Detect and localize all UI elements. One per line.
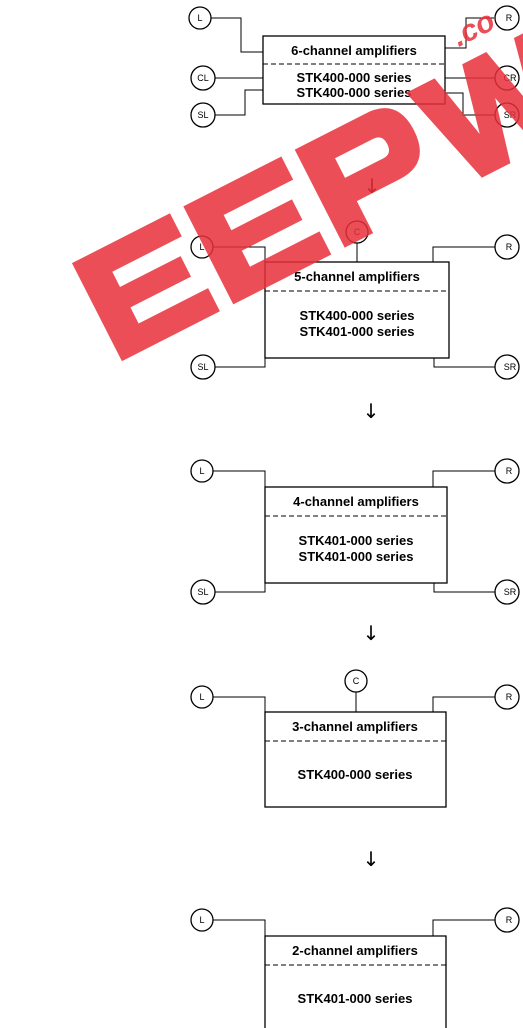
stage-2-channel: 2-channel amplifiers STK401-000 series L…: [190, 907, 520, 1028]
amp-title: 6-channel amplifiers: [291, 43, 417, 58]
node-r-label: R: [506, 692, 513, 702]
node-r-circle: [494, 5, 520, 31]
series-line: STK400-000 series: [298, 767, 413, 782]
wire: [433, 583, 495, 593]
wire: [433, 358, 495, 368]
node-r-label: R: [506, 466, 513, 476]
watermark-letter-w: [406, 23, 523, 178]
node-l-circle: [190, 459, 214, 483]
series-line: STK401-000 series: [300, 324, 415, 339]
wire: [432, 246, 495, 262]
watermark-logo: .co: [71, 4, 523, 362]
wire: [432, 919, 495, 936]
node-sl-label: SL: [197, 587, 208, 597]
amp-title: 2-channel amplifiers: [292, 943, 418, 958]
node-r-label: R: [506, 242, 513, 252]
node-r-circle: [494, 234, 520, 260]
wire: [432, 696, 495, 712]
node-r-circle: [494, 458, 520, 484]
node-sl-label: SL: [197, 110, 208, 120]
node-sr-circle: [494, 579, 520, 605]
down-arrow: ↓: [363, 847, 380, 871]
node-sr-label: SR: [504, 587, 517, 597]
stage-3-channel: 3-channel amplifiers STK400-000 series L…: [190, 669, 520, 808]
node-l-label: L: [199, 242, 204, 252]
node-l-circle: [188, 6, 212, 30]
stage-5-channel: 5-channel amplifiers STK400-000 series S…: [190, 220, 520, 380]
amp-title: 3-channel amplifiers: [292, 719, 418, 734]
node-r-label: R: [506, 915, 513, 925]
amp-box: [264, 935, 447, 1028]
node-l-label: L: [199, 915, 204, 925]
amp-box: [264, 261, 450, 359]
down-arrow: ↓: [363, 399, 380, 423]
node-r-circle: [494, 907, 520, 933]
node-l-label: L: [199, 692, 204, 702]
node-r-label: R: [506, 13, 513, 23]
node-sl-circle: [190, 102, 216, 128]
node-l-circle: [190, 908, 214, 932]
series-line: STK401-000 series: [299, 549, 414, 564]
node-cl-circle: [190, 65, 216, 91]
wire: [213, 470, 266, 487]
node-sr-label: SR: [504, 362, 517, 372]
wire: [215, 583, 266, 593]
wire: [213, 919, 266, 936]
amp-title: 5-channel amplifiers: [294, 269, 420, 284]
down-arrow: ↓: [363, 621, 380, 645]
series-line: STK401-000 series: [299, 533, 414, 548]
wire: [445, 17, 494, 49]
stage-4-channel: 4-channel amplifiers STK401-000 series S…: [190, 458, 520, 605]
node-l-label: L: [197, 13, 202, 23]
wire: [432, 470, 495, 487]
series-line: STK400-000 series: [297, 70, 412, 85]
node-l-label: L: [199, 466, 204, 476]
node-sl-label: SL: [197, 362, 208, 372]
node-sr-circle: [494, 354, 520, 380]
watermark-letter-p: [294, 108, 420, 248]
series-line: STK400-000 series: [297, 85, 412, 100]
amp-box: [264, 711, 447, 808]
node-l-circle: [190, 685, 214, 709]
node-cl-label: CL: [197, 73, 209, 83]
wire: [213, 696, 266, 712]
stage-6-channel: 6-channel amplifiers STK400-000 series S…: [188, 5, 520, 128]
wire: [215, 89, 263, 116]
series-line: STK400-000 series: [300, 308, 415, 323]
amp-title: 4-channel amplifiers: [293, 494, 419, 509]
node-c-circle: [344, 669, 368, 693]
node-r-circle: [494, 684, 520, 710]
series-line: STK401-000 series: [298, 991, 413, 1006]
node-c-label: C: [353, 676, 360, 686]
node-sl-circle: [190, 354, 216, 380]
watermark-letter-e2: [183, 156, 332, 305]
amp-box: [264, 486, 448, 584]
watermark-suffix: .co: [447, 4, 501, 53]
node-sl-circle: [190, 579, 216, 605]
wire: [211, 17, 263, 53]
watermark-letter-e1: [71, 213, 220, 362]
node-cr-label: CR: [504, 73, 517, 83]
wire: [215, 358, 266, 368]
